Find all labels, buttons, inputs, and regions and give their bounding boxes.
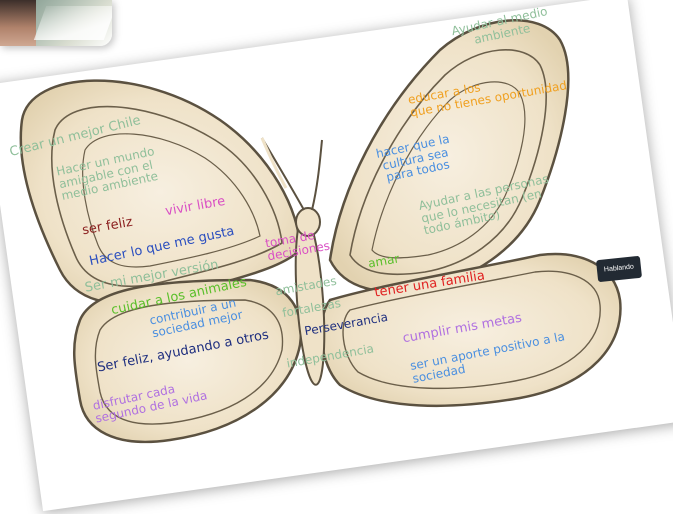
speaking-badge: Hablando <box>596 256 642 282</box>
